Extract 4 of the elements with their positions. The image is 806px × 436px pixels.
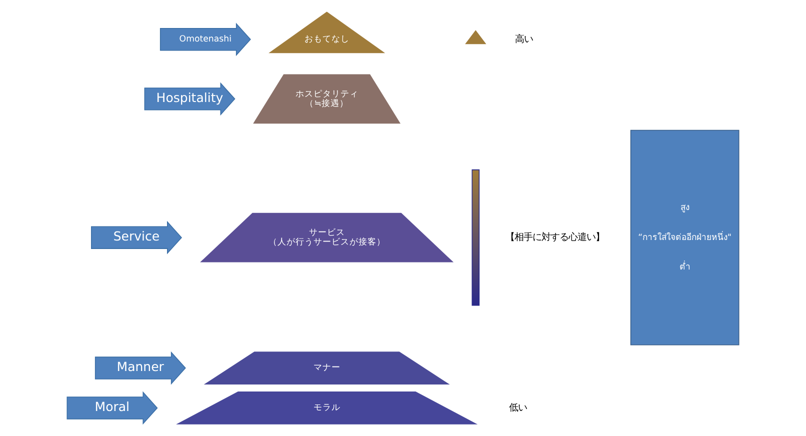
node-box: สูง “การใส่ใจต่ออีกฝ่ายหนึ่ง" ต่ำ xyxy=(630,130,740,346)
label: 高い xyxy=(515,34,534,45)
label: 低い xyxy=(508,402,527,414)
label: 【相手に対する心遣い】 xyxy=(505,232,604,244)
